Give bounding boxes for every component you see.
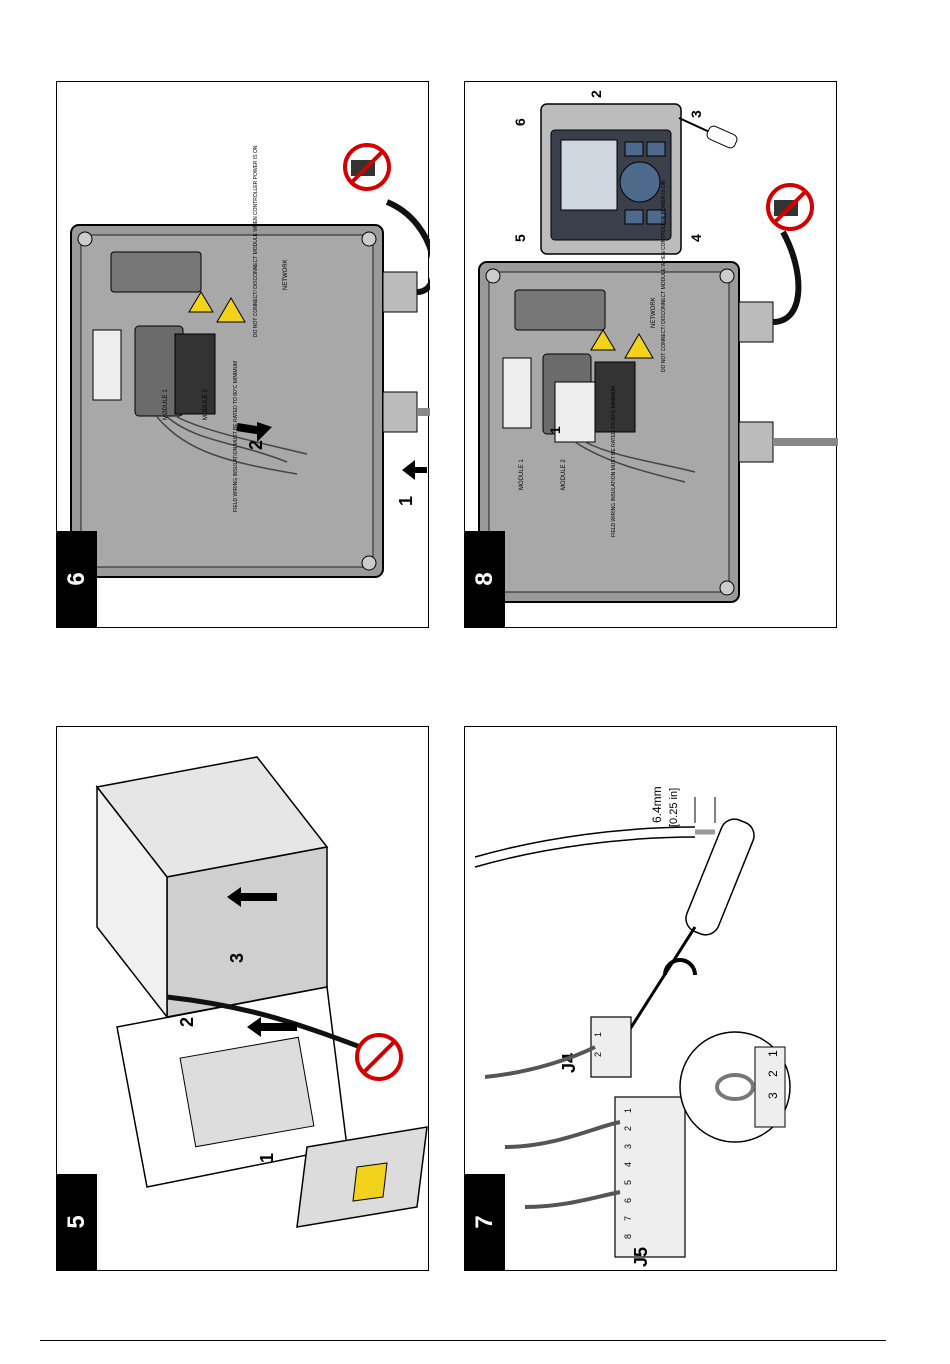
- screwdriver-shaft: [623, 926, 697, 1038]
- figure-6-drawing: 1 2 MODULE 1 MODULE 2 NETWORK FIELD WIRI…: [70, 143, 430, 578]
- footer-rule: [40, 1340, 886, 1341]
- callout-2: 2: [588, 90, 604, 98]
- strip-length-in: [0.25 in]: [668, 788, 680, 827]
- j5-pin: 3: [623, 1144, 633, 1149]
- corner-screw-icon: [361, 231, 377, 247]
- power-cable: [772, 230, 802, 325]
- label-warning: DO NOT CONNECT/ DISCONNECT MODULE WHEN C…: [661, 180, 667, 372]
- figure-7-tab: 7: [465, 1174, 505, 1270]
- detail-pin-1: 1: [766, 1050, 780, 1057]
- cable-gland: [738, 421, 774, 463]
- strip-length-mm: 6.4mm: [650, 786, 664, 823]
- j5-pin: 4: [623, 1162, 633, 1167]
- figure-8-tab: 8: [465, 531, 505, 627]
- callout-1: 1: [396, 496, 416, 506]
- label-module1: MODULE 1: [519, 459, 525, 490]
- rotate-arrow-icon: [663, 958, 697, 976]
- navigation-keypad-icon: [619, 161, 661, 203]
- screwdriver-icon: [706, 125, 738, 149]
- callout-3: 3: [227, 953, 247, 963]
- detail-pin-3: 3: [766, 1092, 780, 1099]
- module-connector: [174, 333, 216, 415]
- label-module2: MODULE 2: [561, 459, 567, 490]
- j4-pin-2: 2: [593, 1052, 603, 1057]
- figure-number: 8: [471, 572, 498, 586]
- j5-pin: 7: [623, 1216, 633, 1221]
- cable-gland: [382, 271, 418, 313]
- callout-3: 3: [688, 110, 704, 118]
- corner-screw-icon: [719, 580, 735, 596]
- j5-pin: 5: [623, 1180, 633, 1185]
- network-slot: [110, 251, 202, 293]
- corner-screw-icon: [485, 268, 501, 284]
- figure-6-tab: 6: [57, 531, 97, 627]
- wire-loop: [715, 1073, 755, 1101]
- j5-pin: 2: [623, 1126, 633, 1131]
- figure-number: 7: [471, 1215, 498, 1229]
- module1-terminal: [92, 329, 122, 401]
- label-network: NETWORK: [651, 297, 657, 328]
- label-field-wiring: FIELD WIRING INSULATION MUST BE RATED TO…: [233, 361, 239, 512]
- cable-gland: [738, 301, 774, 343]
- module-warning-icon: [352, 1162, 388, 1202]
- terminal-block: [554, 381, 596, 443]
- network-slot: [514, 289, 606, 331]
- figure-8-drawing: 5 6 2 3 4 1 MODULE 1 MODULE 2 NETWORK FI…: [478, 90, 838, 603]
- controller-display: [560, 139, 618, 211]
- callout-1: 1: [547, 426, 563, 434]
- j5-pins: 1 2 3 4 5 6 7 8: [623, 1108, 633, 1239]
- caution-warning-icon: [624, 333, 654, 359]
- detail-pin-2: 2: [766, 1070, 780, 1077]
- figure-8-panel: 5 6 2 3 4 1 MODULE 1 MODULE 2 NETWORK FI…: [464, 81, 838, 628]
- callout-4: 4: [688, 234, 704, 242]
- callout-5: 5: [512, 234, 528, 242]
- callout-1: 1: [257, 1153, 277, 1163]
- figure-5-panel: 1 2 3 5: [56, 726, 429, 1271]
- figure-5-drawing: 1 2 3: [95, 756, 428, 1228]
- j5-pin: 1: [623, 1108, 633, 1113]
- label-j5: J5: [631, 1247, 651, 1267]
- screwdriver-handle-icon: [685, 818, 755, 936]
- connector-j5: [614, 1096, 686, 1258]
- callout-6: 6: [512, 118, 528, 126]
- shock-warning-icon: [590, 329, 616, 351]
- label-network: NETWORK: [283, 259, 289, 290]
- figure-number: 6: [63, 572, 90, 586]
- caution-warning-icon: [216, 297, 246, 323]
- label-field-wiring: FIELD WIRING INSULATION MUST BE RATED TO…: [611, 386, 617, 537]
- label-warning: DO NOT CONNECT/ DISCONNECT MODULE WHEN C…: [253, 145, 259, 337]
- j5-pin: 6: [623, 1198, 633, 1203]
- label-module2: MODULE 2: [203, 389, 209, 420]
- enclosure-inner: [80, 234, 374, 568]
- callout-2: 2: [177, 1017, 197, 1027]
- corner-screw-icon: [77, 231, 93, 247]
- connector-j4: [590, 1016, 632, 1078]
- figure-number: 5: [63, 1215, 90, 1229]
- figure-7-drawing: 6.4mm [0.25 in] 1 2 J4 1 2 3 4 5 6 7 8 J…: [474, 786, 791, 1267]
- corner-screw-icon: [719, 268, 735, 284]
- cable-gland: [382, 391, 418, 433]
- module1-terminal: [502, 357, 532, 429]
- label-module1: MODULE 1: [163, 389, 169, 420]
- shock-warning-icon: [188, 291, 214, 313]
- j5-pin: 8: [623, 1234, 633, 1239]
- figure-6-panel: 1 2 MODULE 1 MODULE 2 NETWORK FIELD WIRI…: [56, 81, 430, 628]
- j4-pin-1: 1: [593, 1032, 603, 1037]
- corner-screw-icon: [361, 555, 377, 571]
- wire: [474, 826, 696, 858]
- callout-2: 2: [246, 440, 266, 450]
- power-cable: [385, 199, 430, 295]
- figure-5-tab: 5: [57, 1174, 97, 1270]
- figure-7-panel: 6.4mm [0.25 in] 1 2 J4 1 2 3 4 5 6 7 8 J…: [464, 726, 837, 1271]
